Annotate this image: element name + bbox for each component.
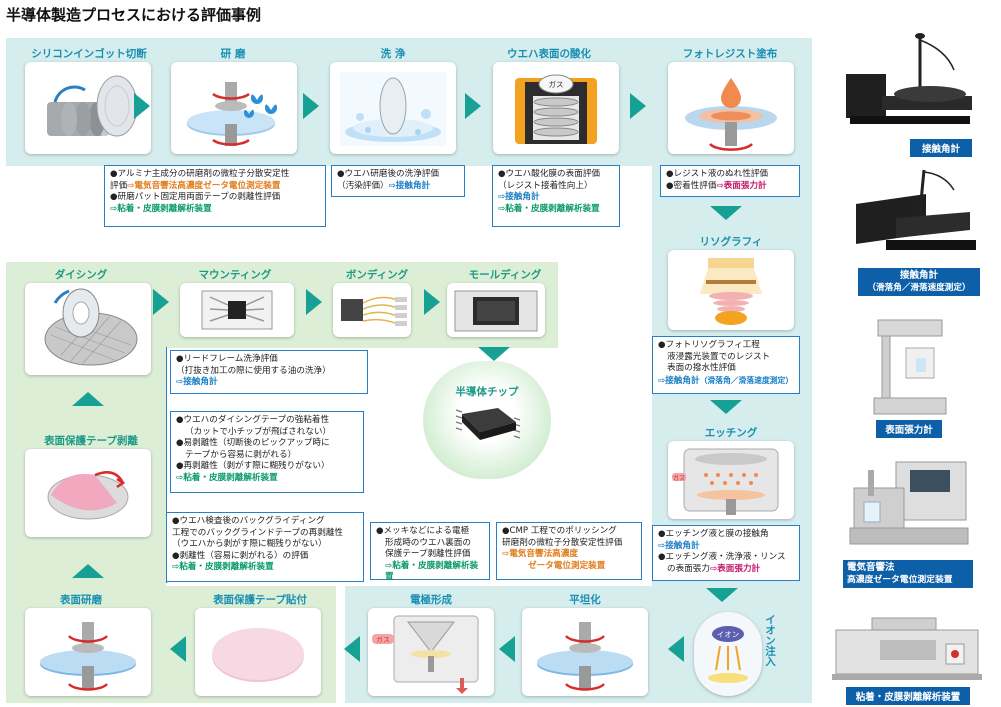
step-title-wash: 洗 浄 [380, 48, 406, 60]
step-title-polish: 研 磨 [220, 48, 246, 60]
arrow-down-1 [710, 206, 742, 220]
arrow-left-4 [170, 636, 186, 662]
step-title-tape-apply: 表面保護テープ貼付 [213, 594, 307, 606]
arrow-left-1 [668, 636, 684, 662]
arrow-right-5 [153, 289, 169, 315]
card-back-grind [25, 608, 151, 696]
card-wash [330, 62, 456, 154]
step-title-molding: モールディング [468, 269, 542, 281]
tape-peeling-icon [47, 471, 129, 520]
connector-vertical [166, 347, 167, 583]
ion-implant-icon: イオン [708, 626, 748, 683]
step-title-oxidation: ウエハ表面の酸化 [507, 48, 591, 60]
arrow-left-3 [344, 636, 360, 662]
card-etching: ガス [668, 441, 794, 519]
arrow-right-6 [306, 289, 322, 315]
silicon-ingot-icon [47, 75, 138, 137]
step-title-bonding: ボンディング [345, 269, 409, 281]
step-title-dicing: ダイシング [54, 269, 108, 281]
zeta-potential-analyzer-icon [849, 461, 969, 545]
ion-label: イオン [717, 630, 740, 639]
wire-bonding-icon [341, 296, 407, 326]
card-tape-peel [25, 449, 151, 537]
step-title-silicon: シリコンインゴット切断 [31, 48, 147, 60]
step-title-ion: イオン注入 [764, 614, 776, 667]
equip-label-3: 表面張力計 [876, 420, 942, 438]
step-title-litho: リソグラフィ [699, 236, 763, 248]
resist-coating-icon [685, 78, 777, 151]
note-litho: ●フォトリソグラフィ工程 液浸露光装置でのレジスト 表面の撥水性評価 ⇨接触角計… [652, 336, 800, 394]
gas-label-oxidation: ガス [549, 79, 564, 89]
oxidation-furnace-icon: ガス [515, 74, 597, 144]
step-title-chip: 半導体チップ [455, 386, 519, 398]
protective-tape-icon [212, 628, 304, 682]
arrow-right-4 [630, 93, 646, 119]
card-electrode: ガス [368, 608, 494, 696]
card-photoresist [668, 62, 794, 154]
card-mounting [180, 283, 294, 337]
planarizing-icon [537, 622, 633, 691]
card-ion: イオン [694, 612, 762, 696]
note-backgrind: ●ウエハ検査後のバックグライディング 工程でのバックグラインドテープの再剥離性 … [166, 512, 364, 582]
note-cmp: ●CMP 工程でのポリッシング 研磨剤の微粒子分散安定性評価 ⇨電気音響法高濃度… [496, 522, 642, 580]
arrow-right-2 [303, 93, 319, 119]
lithography-icon [700, 258, 762, 325]
arrow-up-2 [72, 392, 104, 406]
electrode-forming-icon: ガス [372, 615, 479, 694]
back-grinding-icon [40, 622, 136, 691]
card-oxidation: ガス [493, 62, 619, 154]
step-title-electrode: 電極形成 [410, 594, 452, 606]
surface-tension-meter-icon [873, 319, 947, 415]
arrow-down-4 [478, 347, 510, 361]
card-silicon [25, 62, 151, 154]
polishing-icon [187, 82, 277, 146]
note-polish: ●アルミナ主成分の研磨剤の微粒子分散安定性 評価⇨電気音響法高濃度ゼータ電位測定… [104, 165, 326, 227]
gas-label-etching: ガス [673, 473, 686, 482]
lead-frame-icon [201, 290, 273, 330]
arrow-down-2 [710, 400, 742, 414]
peel-analyzer-icon [832, 617, 982, 680]
card-tape-apply [195, 608, 321, 696]
card-bonding [333, 283, 411, 337]
contact-angle-meter-icon [846, 33, 972, 124]
card-planarize [522, 608, 648, 696]
gas-label-electrode: ガス [376, 635, 390, 644]
molding-icon [454, 290, 538, 332]
washing-icon [340, 72, 446, 146]
dicing-wafer-icon [44, 288, 138, 366]
etching-chamber-icon: ガス [672, 448, 779, 515]
arrow-right-1 [134, 93, 150, 119]
arrow-up-1 [72, 564, 104, 578]
arrow-right-3 [465, 93, 481, 119]
semiconductor-chip-icon [455, 408, 521, 440]
note-oxidation: ●ウエハ酸化膜の表面評価 （レジスト接着性向上） ⇨接触角計 ⇨粘着・皮膜剥離解… [492, 165, 620, 227]
card-litho [668, 250, 794, 330]
note-electrode: ●メッキなどによる電極 形成時のウエハ裏面の 保護テープ剥離性評価 ⇨粘着・皮膜… [370, 522, 490, 582]
note-mounting: ●リードフレーム洗浄評価 （打抜き加工の際に使用する油の洗浄） ⇨接触角計 [170, 350, 368, 394]
arrow-left-2 [499, 636, 515, 662]
step-title-back-grind: 表面研磨 [60, 594, 102, 606]
step-title-tape-peel: 表面保護テープ剥離 [44, 435, 138, 447]
page-title: 半導体製造プロセスにおける評価事例 [6, 6, 262, 24]
card-polish [171, 62, 297, 154]
card-dicing [25, 283, 151, 375]
equip-label-4: 電気音響法 高濃度ゼータ電位測定装置 [843, 560, 973, 588]
arrow-down-3 [706, 588, 738, 602]
contact-angle-meter-tilt-icon [856, 169, 976, 250]
note-etching: ●エッチング液と膜の接触角 ⇨接触角計 ●エッチング液・洗浄液・リンス の表面張… [652, 525, 800, 581]
equip-label-5: 粘着・皮膜剥離解析装置 [846, 687, 970, 705]
card-molding [447, 283, 545, 337]
equip-label-1: 接触角計 [910, 139, 972, 157]
note-wash: ●ウエハ研磨後の洗浄評価 （汚染評価）⇨接触角計 [331, 165, 465, 197]
step-title-planarize: 平坦化 [569, 594, 601, 606]
equip-label-2: 接触角計 （滑落角／滑落速度測定） [858, 268, 980, 296]
note-photoresist: ●レジスト液のぬれ性評価 ●密着性評価⇨表面張力計 [660, 165, 800, 197]
step-title-photoresist: フォトレジスト塗布 [682, 48, 778, 60]
arrow-right-7 [424, 289, 440, 315]
note-dicing: ●ウエハのダイシングテープの強粘着性 （カットで小チップが飛ばされない） ●易剥… [170, 411, 364, 493]
step-title-mounting: マウンティング [198, 269, 272, 281]
step-title-etching: エッチング [704, 427, 758, 439]
